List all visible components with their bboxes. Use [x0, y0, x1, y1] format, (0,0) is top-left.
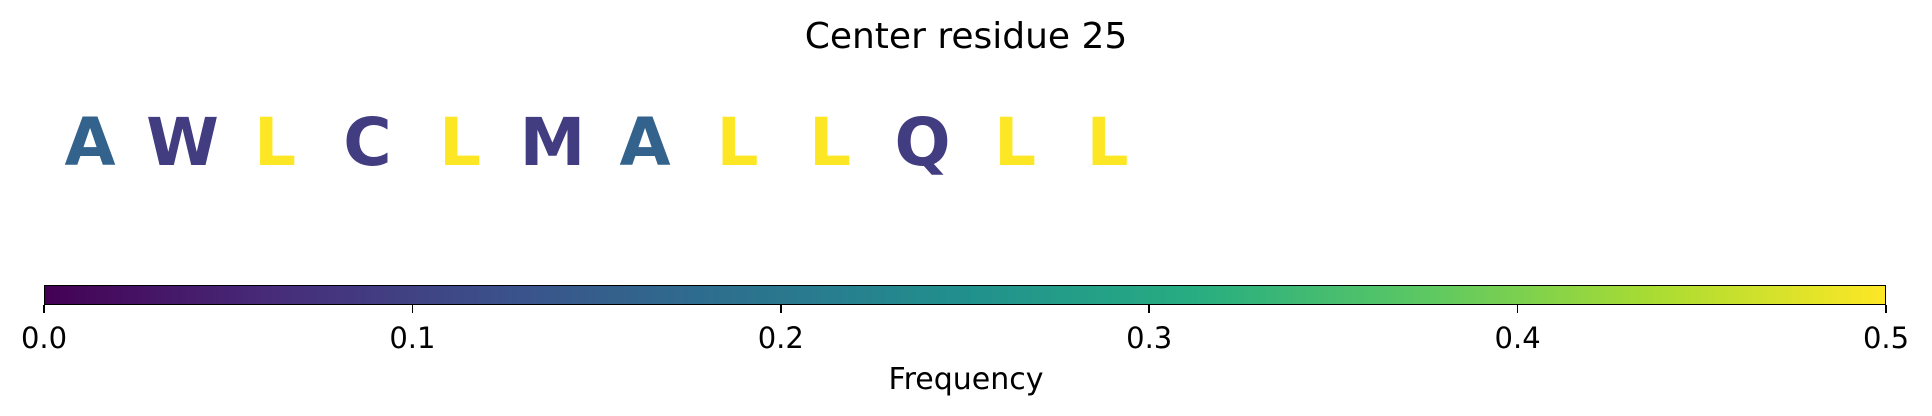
- residue-letter: L: [993, 104, 1037, 181]
- residue-letter: C: [343, 104, 392, 181]
- residue-letter: L: [438, 104, 482, 181]
- residue-letter: L: [1086, 104, 1129, 181]
- colorbar-tick-label: 0.5: [1862, 321, 1910, 355]
- residue-letter: Q: [894, 104, 951, 181]
- residue-letter: L: [808, 104, 852, 181]
- colorbar-tick-label: 0.3: [1126, 321, 1173, 355]
- chart-title: Center residue 25: [804, 16, 1128, 57]
- colorbar-tick: [43, 305, 45, 313]
- residue-letter: A: [619, 104, 671, 181]
- colorbar-tick-label: 0.2: [757, 321, 804, 355]
- colorbar-tick-label: 0.1: [389, 321, 436, 355]
- residue-letter: L: [253, 104, 297, 181]
- residue-letter: W: [146, 104, 219, 181]
- residue-letter: A: [64, 104, 116, 181]
- colorbar-tick-label: 0.4: [1494, 321, 1541, 355]
- colorbar-label: Frequency: [888, 362, 1044, 397]
- colorbar-tick: [780, 305, 782, 313]
- colorbar-tick: [1885, 305, 1887, 313]
- colorbar-tick: [411, 305, 414, 313]
- colorbar-tick: [1516, 305, 1519, 313]
- residue-letter: L: [716, 104, 759, 181]
- colorbar-tick: [1148, 305, 1150, 313]
- residue-letter: M: [519, 104, 586, 181]
- colorbar: [44, 285, 1886, 305]
- colorbar-tick-label: 0.0: [20, 321, 68, 355]
